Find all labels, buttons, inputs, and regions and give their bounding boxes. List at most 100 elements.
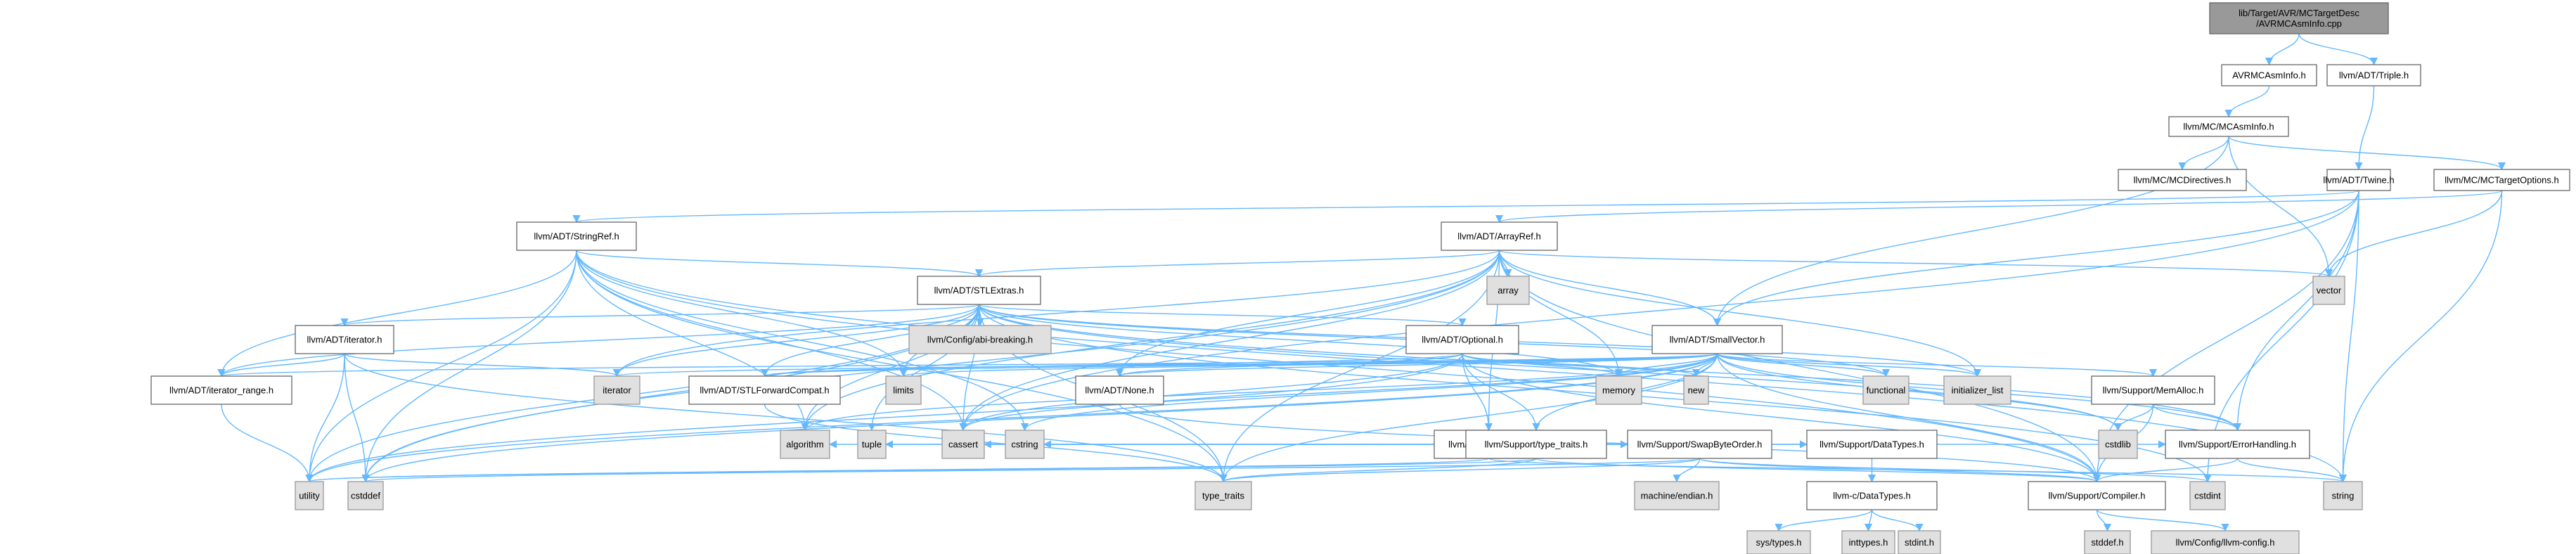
- node-label: llvm/ADT/StringRef.h: [534, 231, 619, 242]
- node-label: llvm/Support/type_traits.h: [1485, 439, 1588, 450]
- node-label: type_traits: [1202, 491, 1244, 501]
- node-box: [1634, 481, 1720, 510]
- node-label: cassert: [948, 439, 978, 450]
- edge-mctargetoptions-to-arrayref: [1495, 190, 2503, 224]
- edge-compiler-to-llvmconfig: [2096, 509, 2229, 532]
- edge-smallvector-to-algorithm: [801, 353, 1718, 432]
- node-box: [2168, 116, 2289, 137]
- node-box: [1862, 375, 1910, 405]
- node-box: [2433, 169, 2570, 191]
- edge-arrayref-to-iterator: [613, 250, 1500, 378]
- edge-arrayref-to-cassert: [959, 250, 1500, 432]
- node-mcasminfo[interactable]: llvm/MC/MCAsmInfo.h: [2168, 116, 2289, 137]
- edge-optional-to-stlfwd: [761, 353, 1463, 378]
- edge-arrayref-to-initlist: [1498, 250, 1982, 378]
- edge-mctargetoptions-to-vector: [2324, 190, 2503, 278]
- node-compiler[interactable]: llvm/Support/Compiler.h: [2028, 481, 2166, 510]
- node-memory: memory: [1595, 375, 1642, 405]
- node-label: llvm/ADT/STLForwardCompat.h: [700, 385, 829, 396]
- node-root[interactable]: lib/Target/AVR/MCTargetDesc/AVRMCAsmInfo…: [2209, 2, 2389, 34]
- node-label: llvm/Support/DataTypes.h: [1820, 439, 1924, 450]
- node-label: cstdlib: [2105, 439, 2131, 450]
- node-label: llvm/Config/abi-breaking.h: [927, 335, 1033, 345]
- node-box: [780, 430, 830, 459]
- edge-typetraitsh-to-utility: [306, 458, 1537, 483]
- node-label: initializer_list: [1952, 385, 2004, 396]
- node-iteratorh[interactable]: llvm/ADT/iterator.h: [295, 325, 394, 354]
- edge-none-to-compiler: [1119, 404, 2101, 483]
- node-label: llvm/ADT/SmallVector.h: [1670, 335, 1765, 345]
- node-box: [1465, 430, 1607, 459]
- node-mctargetoptions[interactable]: llvm/MC/MCTargetOptions.h: [2433, 169, 2570, 191]
- edge-twine-to-string: [2338, 190, 2359, 483]
- edge-root-to-avrmcasminfo: [2265, 33, 2300, 66]
- node-array: array: [1486, 276, 1530, 305]
- edge-stlextras-to-iteratorh: [341, 304, 980, 327]
- node-label: cstdint: [2194, 491, 2221, 501]
- node-typetraits: type_traits: [1194, 481, 1252, 510]
- node-stlextras[interactable]: llvm/ADT/STLExtras.h: [917, 276, 1041, 305]
- edge-smallvector-to-compiler: [1716, 353, 2101, 483]
- node-box: [688, 375, 841, 405]
- node-typetraitsh[interactable]: llvm/Support/type_traits.h: [1465, 430, 1607, 459]
- node-cdatatypes[interactable]: llvm-c/DataTypes.h: [1806, 481, 1938, 510]
- node-box: [2118, 169, 2247, 191]
- node-optional[interactable]: llvm/ADT/Optional.h: [1405, 325, 1519, 354]
- edge-arrayref-to-memory: [1498, 250, 1623, 378]
- edge-stlextras-to-stlfwd: [760, 304, 980, 378]
- edge-triple-to-twine: [2355, 85, 2375, 171]
- node-swapbyteorder[interactable]: llvm/Support/SwapByteOrder.h: [1627, 430, 1772, 459]
- edge-root-to-triple: [2298, 33, 2378, 66]
- node-arrayref[interactable]: llvm/ADT/ArrayRef.h: [1441, 221, 1558, 251]
- node-label: AVRMCAsmInfo.h: [2232, 70, 2306, 81]
- node-none[interactable]: llvm/ADT/None.h: [1075, 375, 1164, 405]
- node-box: [516, 221, 637, 251]
- node-box: [857, 430, 887, 459]
- edge-swapbyteorder-to-cstddef: [362, 458, 1701, 483]
- node-label: llvm/Support/SwapByteOrder.h: [1637, 439, 1763, 450]
- node-box: [1486, 276, 1530, 305]
- edge-typetraitsh-to-compiler: [1535, 458, 2101, 483]
- node-label: stdint.h: [1905, 537, 1934, 548]
- edge-smallvector-to-memalloc: [1716, 353, 2157, 378]
- node-box: [1943, 375, 2011, 405]
- node-datatypes[interactable]: llvm/Support/DataTypes.h: [1806, 430, 1938, 459]
- node-stringref[interactable]: llvm/ADT/StringRef.h: [516, 221, 637, 251]
- node-box: [2326, 64, 2421, 86]
- edge-optional-to-memory: [1462, 353, 1623, 378]
- node-string: string: [2323, 481, 2363, 510]
- edge-stringref-to-cstddef: [361, 250, 577, 483]
- edge-stringref-to-iterrange: [217, 250, 577, 378]
- node-avrmcasminfo[interactable]: AVRMCAsmInfo.h: [2221, 64, 2317, 86]
- edge-iteratorh-to-iterrange: [217, 353, 345, 378]
- node-cstdint: cstdint: [2189, 481, 2226, 510]
- node-box: [1651, 325, 1783, 354]
- edge-iterrange-to-utility: [221, 404, 314, 483]
- node-box: [908, 325, 1052, 354]
- edge-smallvector-to-cassert: [959, 353, 1718, 432]
- edge-stlextras-to-memory: [978, 304, 1623, 378]
- node-label: llvm/ADT/Triple.h: [2339, 70, 2409, 81]
- node-label: llvm/MC/MCTargetOptions.h: [2445, 175, 2559, 186]
- node-twine[interactable]: llvm/ADT/Twine.h: [2323, 169, 2395, 191]
- edge-twine-to-cstdint: [2203, 190, 2359, 483]
- node-label: string: [2332, 491, 2355, 501]
- node-algorithm: algorithm: [780, 430, 830, 459]
- node-stlfwd[interactable]: llvm/ADT/STLForwardCompat.h: [688, 375, 841, 405]
- node-mcdirectives[interactable]: llvm/MC/MCDirectives.h: [2118, 169, 2247, 191]
- node-label: limits: [893, 385, 914, 396]
- edge-avrmcasminfo-to-mcasminfo: [2224, 85, 2270, 118]
- edge-smallvector-to-iterrange: [218, 353, 1718, 378]
- edge-mcasminfo-to-smallvector: [1713, 136, 2229, 327]
- node-box: [2165, 430, 2310, 459]
- node-box: [2091, 375, 2215, 405]
- edge-cdatatypes-to-stdint: [1871, 509, 1924, 532]
- node-smallvector[interactable]: llvm/ADT/SmallVector.h: [1651, 325, 1783, 354]
- edge-stringref-to-typetraits: [576, 250, 1228, 483]
- edge-smallvector-to-cstdlib: [1716, 353, 2122, 432]
- node-errorhandling[interactable]: llvm/Support/ErrorHandling.h: [2165, 430, 2310, 459]
- node-triple[interactable]: llvm/ADT/Triple.h: [2326, 64, 2421, 86]
- node-memalloc[interactable]: llvm/Support/MemAlloc.h: [2091, 375, 2215, 405]
- node-box: [1194, 481, 1252, 510]
- node-iterrange[interactable]: llvm/ADT/iterator_range.h: [150, 375, 292, 405]
